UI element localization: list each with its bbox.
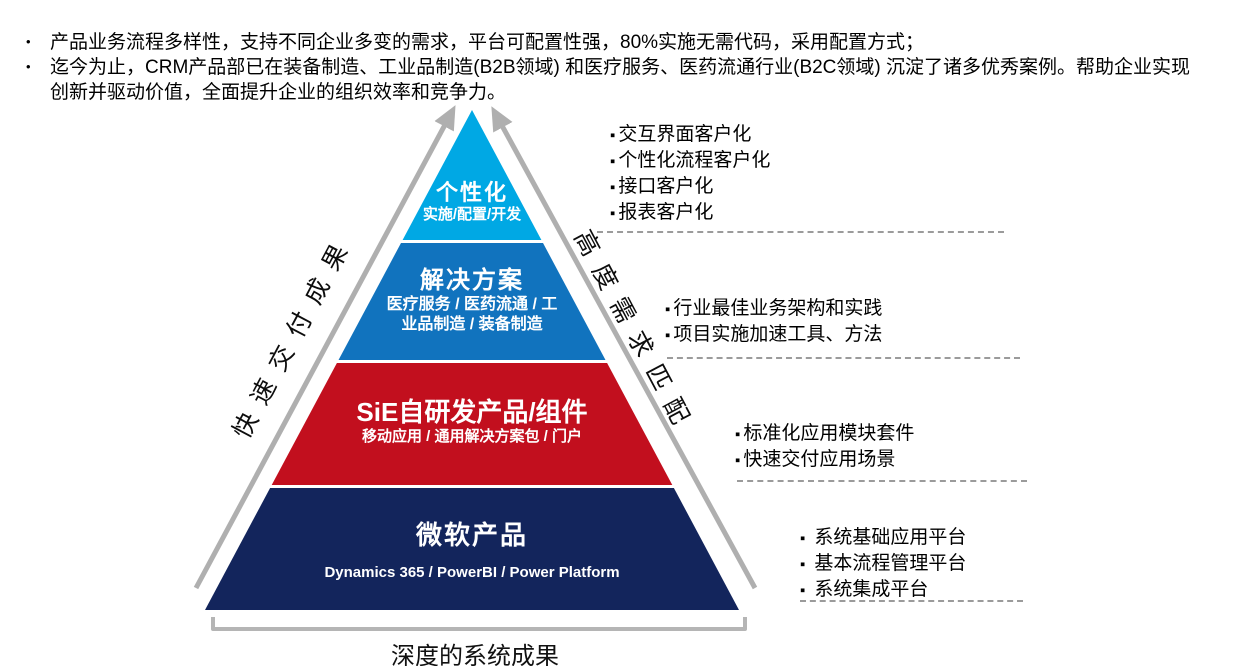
square-bullet-icon: ▪ (800, 556, 806, 573)
square-bullet-icon: ▪ (800, 530, 806, 547)
annotation-item: ▪项目实施加速工具、方法 (665, 322, 882, 348)
annotation-text: 基本流程管理平台 (814, 553, 967, 574)
pyramid-layer-4-label: 微软产品 Dynamics 365 / PowerBI / Power Plat… (324, 520, 619, 583)
square-bullet-icon: ▪ (800, 582, 806, 599)
annotation-item: ▪标准化应用模块套件 (735, 421, 914, 447)
layer-subtitle: Dynamics 365 / PowerBI / Power Platform (324, 564, 620, 581)
intro-text: 迄今为止，CRM产品部已在装备制造、工业品制造(B2B领域) 和医疗服务、医药流… (50, 57, 1191, 103)
pyramid-layer-3-shape (271, 363, 673, 485)
dashed-divider (800, 600, 1023, 602)
intro-text: 产品业务流程多样性，支持不同企业多变的需求，平台可配置性强，80%实施无需代码，… (50, 32, 925, 53)
annotation-item: ▪报表客户化 (610, 200, 770, 226)
layer-title: 解决方案 (420, 267, 524, 294)
up-arrow-left (193, 105, 456, 590)
annotation-item: ▪ 系统集成平台 (800, 577, 966, 603)
square-bullet-icon: ▪ (610, 205, 616, 222)
annotation-text: 个性化流程客户化 (618, 150, 771, 171)
annotation-group-4: ▪ 系统基础应用平台 ▪ 基本流程管理平台 ▪ 系统集成平台 (800, 525, 966, 603)
square-bullet-icon: ▪ (610, 179, 616, 196)
annotation-item: ▪交互界面客户化 (610, 122, 770, 148)
annotation-text: 项目实施加速工具、方法 (673, 324, 883, 345)
square-bullet-icon: ▪ (665, 301, 671, 318)
dot-bullet-icon: • (26, 59, 31, 74)
intro-list: • 产品业务流程多样性，支持不同企业多变的需求，平台可配置性强，80%实施无需代码… (24, 30, 1192, 105)
square-bullet-icon: ▪ (735, 426, 741, 443)
annotation-text: 行业最佳业务架构和实践 (673, 298, 883, 319)
annotation-text: 系统基础应用平台 (814, 527, 967, 548)
annotation-text: 接口客户化 (618, 176, 714, 197)
dot-bullet-icon: • (26, 34, 31, 49)
pyramid-layer-4-shape (205, 488, 739, 610)
dashed-divider (597, 231, 1004, 233)
square-bullet-icon: ▪ (610, 153, 616, 170)
annotation-item: ▪行业最佳业务架构和实践 (665, 296, 882, 322)
annotation-text: 交互界面客户化 (618, 124, 752, 145)
pyramid-layer-2-shape (338, 243, 606, 360)
list-item: • 迄今为止，CRM产品部已在装备制造、工业品制造(B2B领域) 和医疗服务、医药… (24, 55, 1192, 105)
annotation-item: ▪快速交付应用场景 (735, 447, 914, 473)
annotation-text: 报表客户化 (618, 202, 714, 223)
annotation-text: 标准化应用模块套件 (743, 423, 915, 444)
pyramid-layer-2-label: 解决方案 医疗服务 / 医药流通 / 工 业品制造 / 装备制造 (387, 267, 558, 335)
layer-subtitle: 移动应用 / 通用解决方案包 / 门户 (361, 428, 583, 445)
annotation-group-2: ▪行业最佳业务架构和实践 ▪项目实施加速工具、方法 (665, 296, 882, 348)
up-arrow-right (491, 106, 758, 590)
square-bullet-icon: ▪ (665, 327, 671, 344)
layer-subtitle: 实施/配置/开发 (422, 206, 522, 223)
square-bullet-icon: ▪ (610, 127, 616, 144)
layer-title: 微软产品 (415, 520, 529, 550)
layer-title: SiE自研发产品/组件 (356, 397, 588, 427)
square-bullet-icon: ▪ (735, 452, 741, 469)
pyramid-layer-1-shape (402, 110, 542, 240)
annotation-item: ▪ 系统基础应用平台 (800, 525, 966, 551)
pyramid-layer-3-label: SiE自研发产品/组件 移动应用 / 通用解决方案包 / 门户 (356, 397, 587, 447)
annotation-item: ▪接口客户化 (610, 174, 770, 200)
annotation-text: 快速交付应用场景 (743, 449, 896, 470)
dashed-divider (737, 480, 1027, 482)
layer-subtitle: 医疗服务 / 医药流通 / 工 业品制造 / 装备制造 (386, 296, 558, 333)
list-item: • 产品业务流程多样性，支持不同企业多变的需求，平台可配置性强，80%实施无需代码… (24, 30, 1192, 55)
annotation-item: ▪ 基本流程管理平台 (800, 551, 966, 577)
pyramid-layer-1-label: 个性化 实施/配置/开发 (423, 180, 521, 224)
bottom-bracket (211, 617, 747, 631)
annotation-group-3: ▪标准化应用模块套件 ▪快速交付应用场景 (735, 421, 914, 473)
dashed-divider (667, 357, 1020, 359)
axis-label-bottom: 深度的系统成果 (391, 643, 559, 666)
annotation-text: 系统集成平台 (814, 579, 929, 600)
annotation-group-1: ▪交互界面客户化 ▪个性化流程客户化 ▪接口客户化 ▪报表客户化 (610, 122, 770, 226)
layer-title: 个性化 (435, 180, 508, 205)
annotation-item: ▪个性化流程客户化 (610, 148, 770, 174)
